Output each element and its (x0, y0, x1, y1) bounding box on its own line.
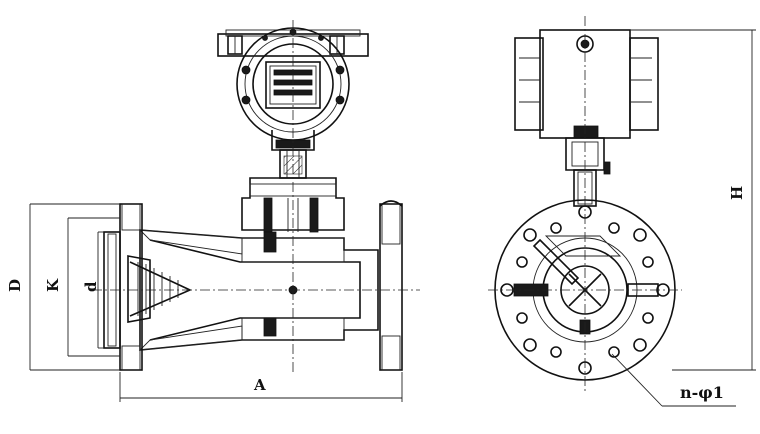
holes-leader (611, 353, 736, 407)
label-H: H (728, 186, 746, 200)
front-view: D K d A (6, 20, 420, 402)
outlet-flange (379, 200, 403, 371)
sensor-mount (241, 177, 345, 233)
side-converter-head (514, 29, 659, 207)
dimension-A (119, 372, 403, 402)
dimension-d (97, 231, 104, 349)
dimension-D (29, 203, 120, 371)
swirler-vanes (127, 255, 192, 323)
label-holes: n-φ1 (680, 383, 724, 402)
inlet-flange (103, 203, 143, 371)
dimension-H (630, 29, 756, 371)
label-d: d (82, 281, 100, 292)
label-A: A (253, 376, 266, 394)
sensor-probe-bottom (263, 317, 277, 337)
dimension-K (67, 217, 120, 357)
sensor-probe-top (263, 231, 277, 253)
label-D: D (6, 279, 24, 292)
label-K: K (44, 278, 62, 292)
side-view: H n-φ1 (488, 16, 756, 407)
